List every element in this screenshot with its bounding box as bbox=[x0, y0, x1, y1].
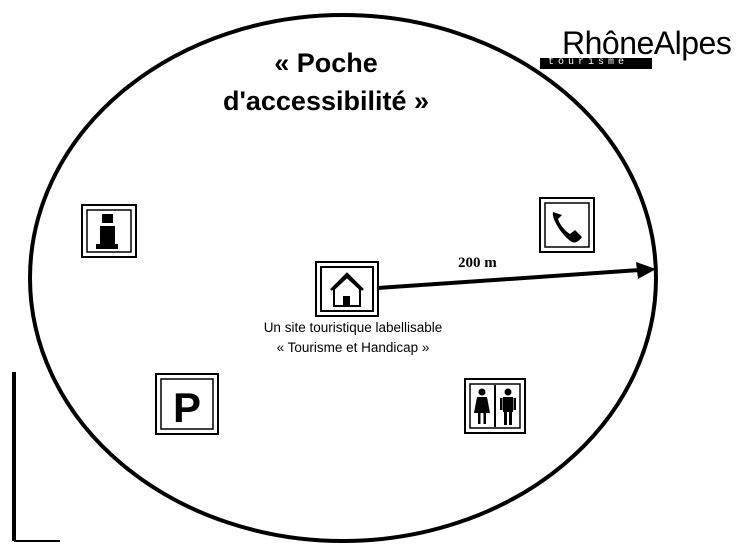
title-line-1: « Poche bbox=[274, 48, 378, 78]
diagram-title: « Poche d'accessibilité » bbox=[196, 44, 456, 120]
info-icon bbox=[81, 204, 137, 258]
logo-subtitle: tourisme bbox=[548, 57, 629, 68]
site-label: Un site touristique labellisable « Touri… bbox=[208, 318, 498, 358]
logo-bar bbox=[540, 58, 652, 69]
toilets-icon bbox=[464, 378, 526, 434]
parking-icon: P bbox=[155, 373, 219, 435]
site-label-line-1: Un site touristique labellisable bbox=[263, 320, 443, 335]
distance-label: 200 m bbox=[458, 255, 497, 271]
title-line-2: d'accessibilité » bbox=[222, 86, 430, 116]
house-icon bbox=[315, 261, 379, 317]
site-label-line-2: « Tourisme et Handicap » bbox=[276, 340, 430, 355]
phone-icon bbox=[539, 197, 595, 253]
svg-text:P: P bbox=[173, 384, 201, 431]
logo-name: RhôneAlpes bbox=[562, 25, 732, 61]
distance-arrow bbox=[377, 262, 656, 290]
accessibility-zone-circle bbox=[28, 13, 658, 543]
